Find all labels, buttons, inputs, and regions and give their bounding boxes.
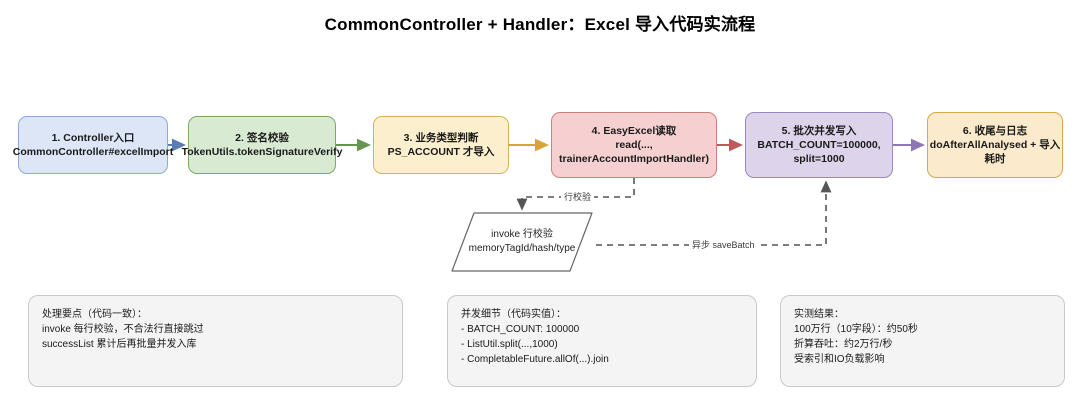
edge-label-row-validate: 行校验 <box>561 190 595 203</box>
edge-label-save-batch: 异步 saveBatch <box>689 238 758 251</box>
note-processing-text: 处理要点（代码一致）： invoke 每行校验，不合法行直接跳过 success… <box>42 309 204 350</box>
note-processing: 处理要点（代码一致）： invoke 每行校验，不合法行直接跳过 success… <box>28 295 403 387</box>
note-benchmark-text: 实测结果： 100万行（10字段）：约50秒 折算吞吐：约2万行/秒 受索引和I… <box>794 309 918 365</box>
page-title: CommonController + Handler：Excel 导入代码实流程 <box>324 15 756 34</box>
note-concurrency-text: 并发细节（代码实值）： - BATCH_COUNT: 100000 - List… <box>461 309 609 365</box>
note-benchmark: 实测结果： 100万行（10字段）：约50秒 折算吞吐：约2万行/秒 受索引和I… <box>780 295 1065 387</box>
arrow-save-batch <box>596 180 832 246</box>
note-concurrency: 并发细节（代码实值）： - BATCH_COUNT: 100000 - List… <box>447 295 757 387</box>
